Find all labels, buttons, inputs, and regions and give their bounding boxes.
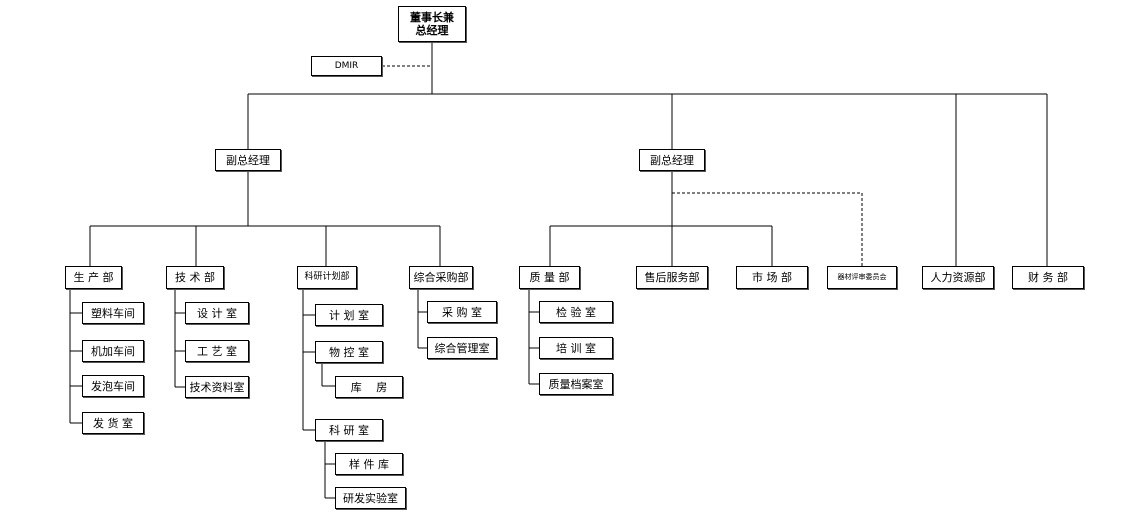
unit-foaming-workshop[interactable]: 发泡车间: [82, 375, 144, 397]
unit-machining-workshop[interactable]: 机加车间: [82, 340, 144, 362]
dept-technology[interactable]: 技 术 部: [166, 266, 224, 289]
unit-label: 计 划 室: [329, 308, 369, 322]
unit-label: 塑料车间: [91, 306, 135, 320]
unit-process-room[interactable]: 工 艺 室: [185, 340, 249, 362]
dept-after-sales[interactable]: 售后服务部: [636, 266, 708, 289]
dept-committee-label: 器材评审委员会: [837, 273, 887, 281]
unit-label: 检 验 室: [556, 305, 596, 319]
dept-production-label: 生 产 部: [73, 271, 114, 284]
unit-material-control-room[interactable]: 物 控 室: [315, 341, 383, 363]
dept-technology-label: 技 术 部: [175, 271, 215, 284]
dept-finance-label: 财 务 部: [1028, 271, 1068, 284]
unit-label: 设 计 室: [197, 306, 237, 320]
unit-label: 研发实验室: [343, 491, 398, 505]
unit-label: 工 艺 室: [197, 344, 237, 358]
vice-gm-left-label: 副总经理: [226, 153, 270, 167]
dept-market[interactable]: 市 场 部: [736, 266, 808, 289]
dept-market-label: 市 场 部: [752, 271, 792, 284]
chairman-title: 董事长兼: [410, 11, 454, 24]
unit-purchasing-room[interactable]: 采 购 室: [427, 301, 497, 323]
dept-production[interactable]: 生 产 部: [65, 266, 122, 289]
unit-inspection-room[interactable]: 检 验 室: [539, 301, 613, 323]
unit-training-room[interactable]: 培 训 室: [539, 337, 613, 359]
dmir-label: DMIR: [334, 60, 359, 71]
dept-after-sales-label: 售后服务部: [644, 271, 700, 284]
ceo-title: 总经理: [415, 24, 449, 37]
unit-label: 机加车间: [91, 344, 135, 358]
unit-quality-records-room[interactable]: 质量档案室: [539, 373, 613, 395]
unit-shipping-room[interactable]: 发 货 室: [82, 412, 144, 434]
dept-quality[interactable]: 质 量 部: [519, 266, 580, 289]
vice-gm-right-label: 副总经理: [650, 153, 694, 167]
dept-hr[interactable]: 人力资源部: [922, 266, 994, 289]
unit-plastics-workshop[interactable]: 塑料车间: [82, 302, 144, 324]
unit-label: 物 控 室: [329, 345, 369, 359]
vice-gm-left-box[interactable]: 副总经理: [215, 149, 281, 171]
dept-quality-label: 质 量 部: [529, 271, 570, 284]
unit-warehouse[interactable]: 库 房: [335, 376, 403, 398]
dept-hr-label: 人力资源部: [930, 271, 986, 284]
unit-label: 培 训 室: [556, 341, 596, 355]
dept-research-plan-label: 科研计划部: [304, 272, 350, 282]
dept-procurement[interactable]: 综合采购部: [409, 266, 473, 289]
unit-plan-room[interactable]: 计 划 室: [315, 304, 383, 326]
unit-label: 发 货 室: [93, 416, 133, 430]
unit-general-admin-room[interactable]: 综合管理室: [427, 337, 497, 359]
dept-research-plan[interactable]: 科研计划部: [297, 266, 357, 289]
dmir-box[interactable]: DMIR: [311, 56, 382, 76]
unit-label: 科 研 室: [329, 423, 369, 437]
unit-research-room[interactable]: 科 研 室: [315, 419, 383, 441]
unit-label: 采 购 室: [442, 305, 482, 319]
unit-label: 库 房: [350, 380, 388, 394]
unit-label: 综合管理室: [434, 341, 490, 355]
unit-design-room[interactable]: 设 计 室: [185, 302, 249, 324]
vice-gm-right-box[interactable]: 副总经理: [639, 149, 705, 171]
dept-committee[interactable]: 器材评审委员会: [827, 266, 897, 289]
unit-sample-store[interactable]: 样 件 库: [335, 453, 403, 475]
dept-finance[interactable]: 财 务 部: [1012, 266, 1084, 289]
unit-rd-lab[interactable]: 研发实验室: [335, 487, 406, 509]
unit-label: 发泡车间: [91, 379, 135, 393]
unit-label: 技术资料室: [189, 380, 245, 394]
unit-label: 质量档案室: [548, 377, 604, 391]
unit-label: 样 件 库: [349, 457, 389, 471]
dept-procurement-label: 综合采购部: [413, 271, 469, 284]
unit-tech-docs-room[interactable]: 技术资料室: [185, 376, 249, 398]
chairman-ceo-box[interactable]: 董事长兼 总经理: [398, 6, 466, 42]
